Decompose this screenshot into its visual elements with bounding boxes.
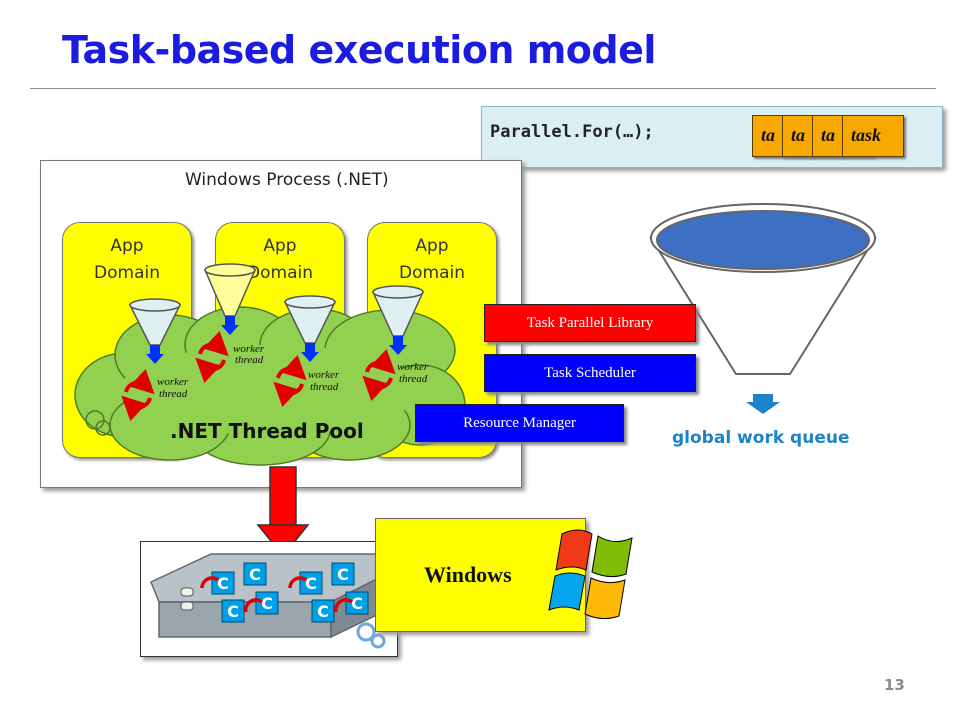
funnel-outlet-icon [150,345,160,355]
app-domain-label: App [263,236,297,256]
page-number: 13 [884,676,905,694]
gear-icon [356,622,376,642]
worker-thread-label: worker [233,343,265,355]
core-thread-cycle-icon [200,576,354,613]
funnel-icon [128,298,182,346]
cpu-core-label: C [249,565,261,584]
slide-title: Task-based execution model [62,28,656,72]
windows-logo-icon [548,529,633,620]
task-scheduler-box: Task Scheduler [484,354,696,392]
windows-os-label: Windows [424,562,512,587]
funnel-icon [371,285,425,337]
worker-thread-label: worker [157,376,189,388]
worker-thread-label: worker [397,361,429,373]
worker-thread-cycle-icon [362,349,396,401]
app-domain-label: Domain [399,263,465,283]
resource-manager-box: Resource Manager [415,404,624,442]
worker-thread-cycle-icon [273,355,307,407]
funnel-icon [283,295,337,344]
code-snippet: Parallel.For(…); [490,122,654,142]
cpu-core-label: C [227,602,239,621]
cpu-core-label: C [305,574,317,593]
cpu-core-label: C [261,594,273,613]
worker-thread-label: thread [310,381,339,393]
server-hardware-graphic [150,553,388,649]
global-work-queue-label: global work queue [672,428,850,448]
cpu-core-label: C [337,565,349,584]
app-domain-label: Domain [247,263,313,283]
title-divider [30,88,936,89]
task-card: task [842,115,904,157]
worker-thread-label: thread [159,388,188,400]
cpu-core-label: C [217,574,229,593]
windows-process-label: Windows Process (.NET) [185,170,389,190]
worker-thread-label: thread [399,373,428,385]
app-domain-label: Domain [94,263,160,283]
cpu-core-label: C [351,594,363,613]
worker-thread-label: thread [235,354,264,366]
cpu-core-label: C [317,602,329,621]
down-arrow-icon [256,466,310,558]
global-queue-funnel [649,203,877,375]
app-domain-label: App [415,236,449,256]
windows-os-box [375,518,586,632]
queue-down-arrow-icon [746,394,780,414]
worker-thread-label: worker [308,369,340,381]
task-parallel-library-box: Task Parallel Library [484,304,696,342]
worker-thread-cycle-icon [195,331,229,383]
thread-pool-label: .NET Thread Pool [170,419,364,443]
worker-thread-cycle-icon [121,369,155,421]
app-domain-label: App [110,236,144,256]
